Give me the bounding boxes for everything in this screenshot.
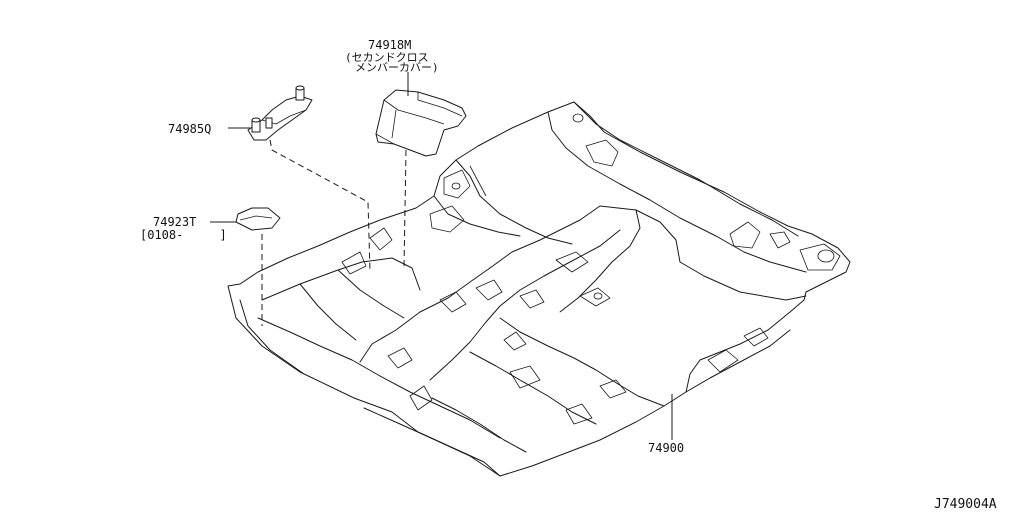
part-number-74918m: 74918M (368, 38, 411, 52)
part-note-74918m-line2: メンバーカバー) (355, 61, 439, 74)
figure-code: J749004A (934, 497, 997, 512)
installation-dashed-lines (261, 139, 407, 326)
part-number-74985q: 74985Q (168, 122, 211, 136)
bracket-part-drawing (247, 85, 313, 141)
part-note-74918m-line1: (セカンドクロス (345, 51, 429, 64)
leader-lines (210, 72, 673, 440)
part-labels: 74918M (セカンドクロス メンバーカバー) 74985Q 74923T [… (140, 38, 997, 512)
floor-carpet-drawing (227, 101, 851, 477)
member-cover-part-drawing (375, 89, 467, 157)
pad-part-drawing (235, 207, 281, 231)
part-number-74900: 74900 (648, 441, 684, 455)
part-date-range-74923t: [0108- ] (140, 228, 227, 242)
part-number-74923t: 74923T (153, 215, 196, 229)
